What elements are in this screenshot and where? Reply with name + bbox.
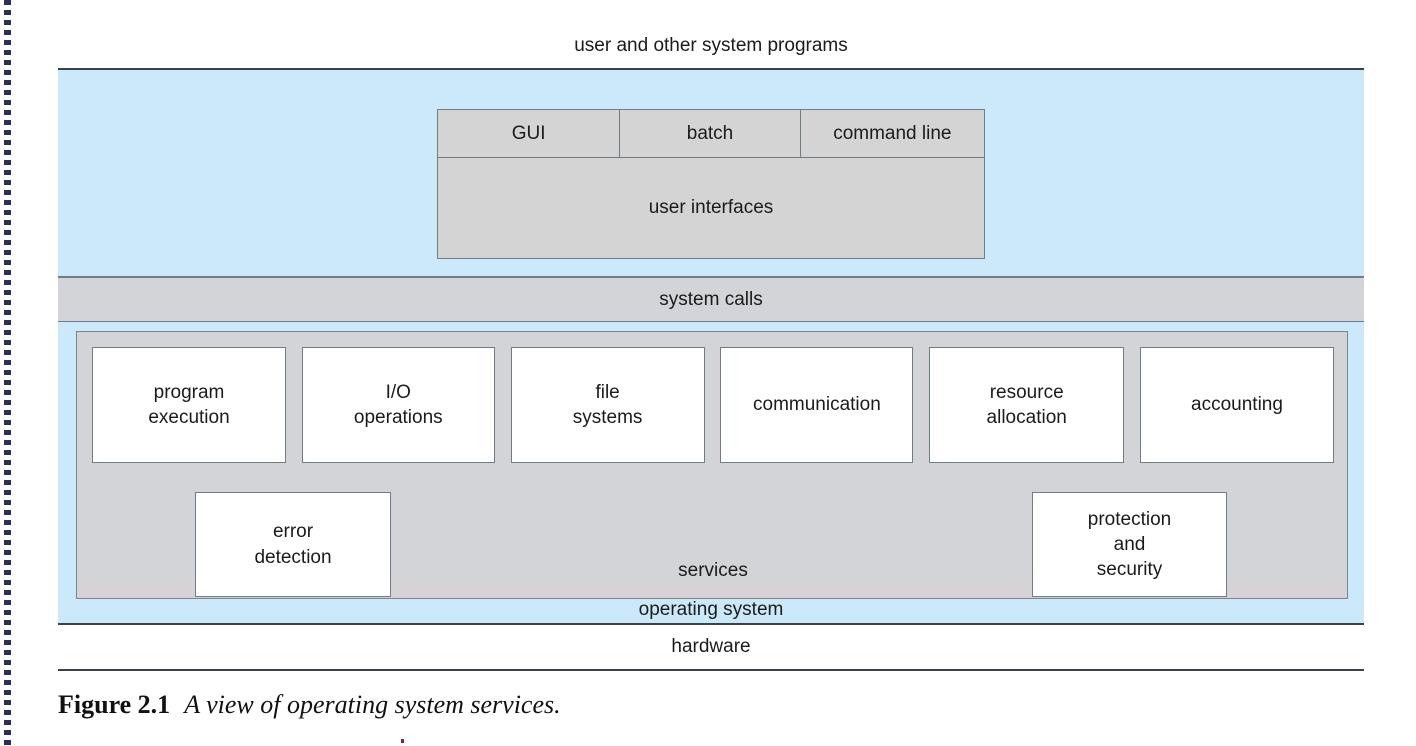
service-line: allocation — [986, 407, 1067, 428]
service-line: resource — [989, 381, 1064, 403]
figure-caption: Figure 2.1 A view of operating system ser… — [58, 690, 1358, 720]
service-line: error — [272, 521, 314, 543]
service-line: and — [1113, 533, 1146, 555]
layer-operating-system-label: operating system — [638, 599, 784, 620]
service-line: protection — [1087, 508, 1172, 530]
service-line: communication — [753, 394, 881, 416]
service-box-protection-and-security[interactable]: protection and security — [1032, 492, 1227, 597]
ui-mode-gui-label: GUI — [511, 122, 546, 144]
user-interfaces-cluster: GUI batch command line user interfaces — [437, 109, 985, 259]
page-edge-dotted-rule — [4, 0, 11, 746]
figure-caption-text: A view of operating system services. — [184, 690, 561, 719]
service-line: security — [1096, 559, 1163, 581]
service-line: detection — [254, 546, 332, 568]
service-box-accounting[interactable]: accounting — [1139, 347, 1334, 463]
layer-user-interface-region: GUI batch command line user interfaces — [58, 70, 1364, 277]
service-line: systems — [572, 407, 643, 428]
services-top-row: program execution I/O operations file sy… — [92, 347, 1334, 463]
service-box-communication[interactable]: communication — [720, 347, 914, 463]
ui-mode-batch-label: batch — [686, 122, 734, 144]
services-panel: program execution I/O operations file sy… — [76, 331, 1348, 599]
layer-system-calls-label: system calls — [659, 288, 763, 310]
service-line: operations — [353, 407, 443, 428]
figure-os-services-diagram: user and other system programs GUI batch… — [58, 23, 1364, 671]
services-group-label: services — [678, 560, 748, 581]
layer-user-programs-label: user and other system programs — [574, 34, 848, 56]
layer-system-calls: system calls — [58, 277, 1364, 322]
user-interfaces-box: user interfaces — [437, 157, 985, 259]
ui-mode-command-line-label: command line — [833, 122, 952, 144]
service-line: I/O — [385, 381, 411, 403]
service-line: file — [595, 381, 620, 403]
ui-mode-gui[interactable]: GUI — [438, 110, 621, 157]
caption-artifact-dot — [401, 739, 404, 743]
ui-mode-command-line[interactable]: command line — [801, 110, 984, 157]
service-box-error-detection[interactable]: error detection — [195, 492, 391, 597]
service-line: program — [153, 381, 225, 403]
service-box-resource-allocation[interactable]: resource allocation — [929, 347, 1125, 463]
layer-user-programs: user and other system programs — [58, 23, 1364, 70]
service-line: execution — [148, 407, 230, 428]
service-box-io-operations[interactable]: I/O operations — [301, 347, 495, 463]
user-interface-modes-row: GUI batch command line — [437, 109, 985, 157]
layer-hardware-label: hardware — [671, 636, 751, 657]
user-interfaces-label: user interfaces — [648, 197, 774, 218]
ui-mode-batch[interactable]: batch — [620, 110, 801, 157]
layer-operating-system-region: program execution I/O operations file sy… — [58, 322, 1364, 625]
service-line: accounting — [1191, 394, 1283, 416]
service-box-file-systems[interactable]: file systems — [510, 347, 705, 463]
layer-hardware: hardware — [58, 625, 1364, 669]
figure-caption-number: Figure 2.1 — [58, 690, 171, 719]
service-box-program-execution[interactable]: program execution — [92, 347, 286, 463]
